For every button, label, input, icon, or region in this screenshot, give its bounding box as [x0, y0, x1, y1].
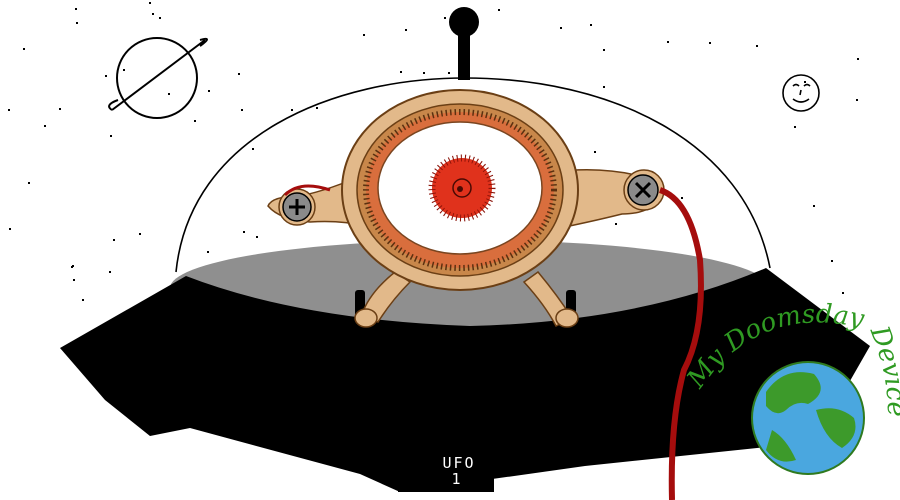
star: [238, 73, 240, 75]
screw-x-icon: [623, 169, 665, 211]
iris: [428, 154, 496, 222]
star: [207, 251, 209, 253]
star: [405, 29, 407, 31]
star: [363, 34, 365, 36]
star: [110, 135, 112, 137]
star: [256, 236, 258, 238]
star: [159, 17, 161, 19]
star: [291, 109, 293, 111]
earth-globe-icon: [751, 361, 865, 475]
star: [123, 69, 125, 71]
star: [444, 17, 446, 19]
star: [842, 292, 844, 294]
star: [9, 228, 11, 230]
star: [243, 231, 245, 233]
star: [23, 48, 25, 50]
star: [139, 233, 141, 235]
star: [59, 108, 61, 110]
star: [109, 271, 111, 273]
star: [667, 41, 669, 43]
star: [794, 126, 796, 128]
star: [168, 93, 170, 95]
star: [75, 8, 77, 10]
hull-label-number: 1: [451, 470, 462, 488]
power-cable-left: [283, 184, 331, 197]
star: [603, 86, 605, 88]
star: [316, 107, 318, 109]
star: [590, 24, 592, 26]
star: [615, 223, 617, 225]
star: [241, 109, 243, 111]
star: [105, 75, 107, 77]
star: [82, 299, 84, 301]
star: [448, 72, 450, 74]
star: [208, 90, 210, 92]
moon-face-icon: [782, 74, 820, 112]
star: [756, 45, 758, 47]
star: [681, 197, 683, 199]
star: [252, 148, 254, 150]
star: [194, 120, 196, 122]
star: [804, 81, 806, 83]
planet-icon: [108, 37, 208, 119]
star: [603, 49, 605, 51]
star: [560, 27, 562, 29]
star: [152, 13, 154, 15]
eye-creature: [341, 89, 579, 291]
star: [857, 58, 859, 60]
hull-label-ufo: UFO: [442, 454, 475, 472]
star: [76, 22, 78, 24]
screw-plus-icon: [278, 188, 316, 226]
star: [73, 279, 75, 281]
alien-arms: [354, 270, 579, 328]
star: [113, 239, 115, 241]
ufo-hull: [60, 268, 870, 492]
star: [400, 71, 402, 73]
star: [28, 182, 30, 184]
star: [813, 205, 815, 207]
star: [709, 42, 711, 44]
star: [856, 99, 858, 101]
power-cable-right: [658, 187, 704, 500]
star: [71, 266, 73, 268]
antenna: [449, 7, 479, 80]
hull-notch: [398, 448, 494, 492]
star: [149, 2, 151, 4]
star: [498, 9, 500, 11]
star: [594, 151, 596, 153]
star: [8, 109, 10, 111]
star: [831, 260, 833, 262]
star: [423, 72, 425, 74]
star: [44, 125, 46, 127]
